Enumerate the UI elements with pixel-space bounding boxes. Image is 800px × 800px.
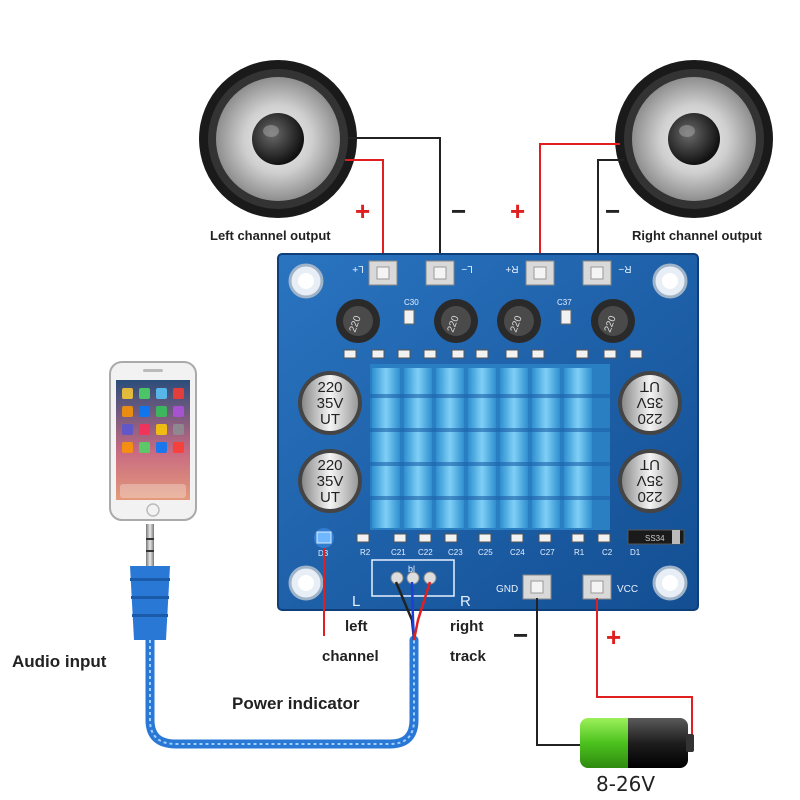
right-speaker: [615, 60, 773, 218]
right-minus-sign: −: [605, 196, 621, 226]
left-speaker: [199, 60, 357, 218]
left-channel-label-line2: channel: [322, 648, 379, 665]
svg-text:C21: C21: [391, 548, 406, 557]
svg-text:35V: 35V: [317, 473, 344, 490]
svg-text:220: 220: [637, 488, 662, 505]
svg-text:C22: C22: [418, 548, 433, 557]
diode-d1: [627, 529, 685, 545]
terminal-label-l-minus: L−: [461, 263, 473, 274]
left-negative-wire: [348, 137, 441, 272]
terminal-label-r-minus: R−: [618, 263, 631, 274]
right-channel-output-label: Right channel output: [632, 228, 762, 243]
left-minus-sign: −: [451, 196, 467, 226]
svg-text:220: 220: [637, 410, 662, 427]
svg-text:C25: C25: [478, 548, 493, 557]
input-label-r: R: [460, 593, 471, 610]
amplifier-board: L+ L− R+ R− 220 220 220: [277, 253, 699, 611]
inductor-1: 220: [336, 299, 380, 343]
power-indicator-label: Power indicator: [232, 694, 360, 713]
svg-text:R1: R1: [574, 548, 585, 557]
svg-text:220: 220: [317, 457, 342, 474]
terminal-label-l-plus: L+: [352, 263, 364, 274]
capacitor-top-left: 220 35V UT: [298, 371, 362, 435]
vcc-label: VCC: [617, 584, 638, 595]
svg-text:C27: C27: [540, 548, 555, 557]
gnd-wire: [536, 598, 580, 746]
svg-text:UT: UT: [320, 489, 340, 506]
capacitor-bottom-left: 220 35V UT: [298, 449, 362, 513]
gnd-label: GND: [496, 584, 518, 595]
svg-text:35V: 35V: [637, 472, 664, 489]
right-track-label-line2: track: [450, 648, 486, 665]
smd-row-bottom: [356, 533, 611, 543]
right-negative-wire: [597, 159, 624, 272]
svg-text:UT: UT: [640, 456, 660, 473]
left-plus-sign: +: [355, 196, 371, 226]
svg-text:R2: R2: [360, 548, 371, 557]
svg-text:UT: UT: [320, 411, 340, 428]
smartphone: [109, 361, 197, 521]
jack-plug-tip: [146, 524, 154, 566]
output-terminals: [368, 260, 612, 286]
smd-labels: R2 C21 C22 C23 C25 C24 C27 R1 C2 D1: [360, 548, 641, 557]
right-plus-sign: +: [510, 196, 526, 226]
svg-text:35V: 35V: [637, 394, 664, 411]
heatsink: [370, 364, 610, 530]
gnd-minus-sign: −: [513, 620, 529, 650]
inductor-3: 220: [497, 299, 541, 343]
svg-text:UT: UT: [640, 378, 660, 395]
capacitor-top-right: 220 35V UT: [618, 371, 682, 435]
smd-row-top: [343, 349, 643, 359]
speaker-wires: [345, 137, 624, 272]
label-c30: C30: [404, 298, 419, 307]
capacitor-bottom-right: 220 35V UT: [618, 449, 682, 513]
audio-input-label: Audio input: [12, 652, 107, 671]
label-c37: C37: [557, 298, 572, 307]
svg-text:D1: D1: [630, 548, 641, 557]
left-channel-label-line1: left: [345, 618, 368, 635]
audio-cable: [130, 524, 432, 749]
power-terminals: GND VCC: [496, 574, 638, 600]
vcc-wire: [596, 598, 693, 735]
diode-code: SS34: [645, 534, 665, 543]
vcc-plus-sign: +: [606, 622, 622, 652]
battery-voltage-label: 8-26V: [596, 772, 656, 796]
inductors: 220 220 220 220: [336, 299, 635, 343]
svg-text:220: 220: [317, 379, 342, 396]
right-track-label-line1: right: [450, 618, 484, 635]
inductor-4: 220: [591, 299, 635, 343]
svg-text:C2: C2: [602, 548, 613, 557]
mounting-holes: [288, 263, 688, 601]
jack-boot: [130, 566, 170, 640]
power-wires: [536, 598, 693, 746]
right-positive-wire: [539, 143, 620, 272]
left-channel-output-label: Left channel output: [210, 228, 331, 243]
svg-text:35V: 35V: [317, 395, 344, 412]
left-positive-wire: [345, 159, 384, 272]
input-label-l: L: [352, 593, 360, 610]
capacitors: 220 35V UT 220 35V UT 220 35V UT: [298, 371, 682, 513]
inductor-2: 220: [434, 299, 478, 343]
input-header: bl L R: [352, 559, 471, 610]
terminal-label-r-plus: R+: [505, 263, 518, 274]
app-icons: [120, 388, 186, 498]
input-header-label: bl: [408, 564, 415, 574]
svg-text:C23: C23: [448, 548, 463, 557]
battery: [580, 718, 694, 768]
svg-text:C24: C24: [510, 548, 525, 557]
